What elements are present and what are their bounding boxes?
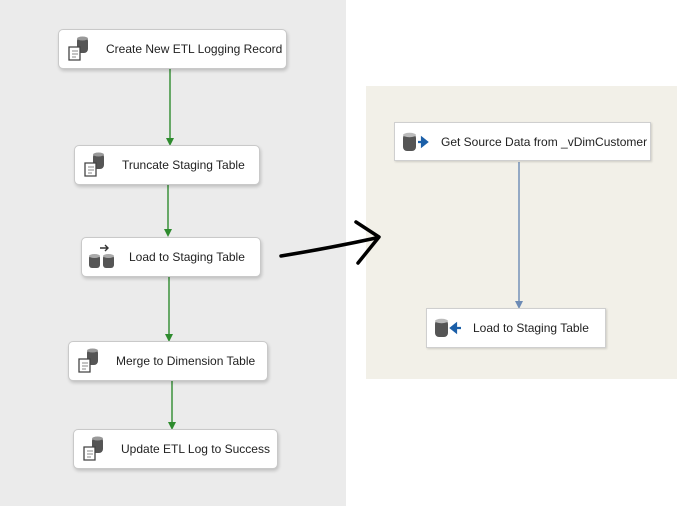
task-merge-to-dimension-table[interactable]: Merge to Dimension Table xyxy=(68,341,268,381)
ole-db-source-icon xyxy=(401,129,431,155)
task-load-to-staging-table[interactable]: Load to Staging Table xyxy=(81,237,261,277)
component-get-source-data[interactable]: Get Source Data from _vDimCustomer xyxy=(394,122,651,161)
task-create-etl-logging-record[interactable]: Create New ETL Logging Record xyxy=(58,29,287,69)
component-label: Load to Staging Table xyxy=(473,321,589,335)
execute-sql-task-icon xyxy=(80,151,110,179)
task-label: Merge to Dimension Table xyxy=(116,354,256,368)
execute-sql-task-icon xyxy=(79,435,109,463)
ole-db-destination-icon xyxy=(433,315,463,341)
execute-sql-task-icon xyxy=(74,347,104,375)
task-label: Truncate Staging Table xyxy=(122,158,245,172)
task-label: Update ETL Log to Success xyxy=(121,442,270,456)
component-load-to-staging-table[interactable]: Load to Staging Table xyxy=(426,308,606,348)
task-label: Load to Staging Table xyxy=(129,250,245,264)
data-flow-task-icon xyxy=(87,243,117,271)
task-update-etl-log-to-success[interactable]: Update ETL Log to Success xyxy=(73,429,278,469)
task-label: Create New ETL Logging Record xyxy=(106,42,283,56)
task-truncate-staging-table[interactable]: Truncate Staging Table xyxy=(74,145,260,185)
component-label: Get Source Data from _vDimCustomer xyxy=(441,134,648,149)
execute-sql-task-icon xyxy=(64,35,94,63)
